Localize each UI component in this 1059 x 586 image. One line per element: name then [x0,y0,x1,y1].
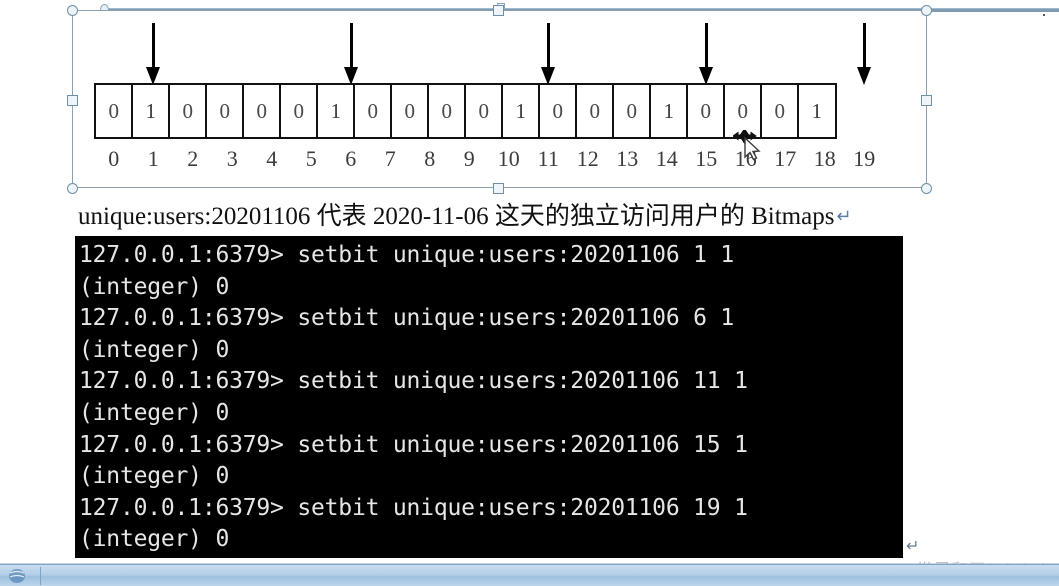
bitmap-cell: 1 [131,83,171,139]
bitmap-cell: 0 [390,83,430,139]
caption-text: unique:users:20201106 代表 2020-11-06 这天的独… [78,203,835,230]
page-divider [0,563,1059,564]
bitmap-index-label: 19 [853,146,876,171]
terminal-paragraph-mark-icon: ↵ [906,538,920,555]
bitmap-cell: 0 [538,83,578,139]
down-arrow-icon [854,23,874,85]
terminal-line: 127.0.0.1:6379> setbit unique:users:2020… [79,305,735,332]
redis-cli-terminal: 127.0.0.1:6379> setbit unique:users:2020… [75,236,903,558]
start-orb-icon[interactable] [8,568,26,584]
bitmap-index-label: 16 [734,146,757,171]
arrow-row [94,23,906,87]
bitmap-index-label: 10 [497,146,520,171]
terminal-line: 127.0.0.1:6379> setbit unique:users:2020… [79,494,748,521]
bitmap-index-label: 7 [384,146,396,171]
terminal-line: 127.0.0.1:6379> setbit unique:users:2020… [79,242,735,268]
terminal-line: (integer) 0 [79,273,230,300]
bitmap-index-label: 4 [266,146,278,171]
selection-handle-top-left[interactable] [67,5,78,16]
bitmap-cell: 0 [760,83,800,139]
taskbar-divider [40,567,41,585]
bitmap-cell: 1 [501,83,541,139]
bitmap-cell: 1 [649,83,689,139]
bitmap-index-label: 6 [345,146,357,171]
bitmap-index-label: 11 [537,146,559,171]
terminal-line: (integer) 0 [79,526,230,553]
taskbar[interactable] [0,564,1059,586]
bitmap-index-label: 18 [813,146,836,171]
selection-handle-bottom-center[interactable] [493,183,504,194]
bitmap-index-label: 0 [108,146,120,171]
bitmap-cell: 0 [612,83,652,139]
bitmap-cell: 0 [353,83,393,139]
selection-handle-middle-right[interactable] [921,95,932,106]
bitmap-cell: 0 [242,83,282,139]
terminal-line: (integer) 0 [79,336,230,363]
bitmap-cell: 0 [427,83,467,139]
bitmap-index-label: 15 [695,146,718,171]
down-arrow-icon [341,23,361,85]
terminal-line: 127.0.0.1:6379> setbit unique:users:2020… [79,431,748,458]
bitmap-index-label: 17 [774,146,797,171]
selection-handle-top-center[interactable] [493,5,504,16]
selection-handle-middle-left[interactable] [67,95,78,106]
bitmap-cell: 0 [94,83,134,139]
bitmap-cell: 0 [168,83,208,139]
down-arrow-icon [538,23,558,85]
bitmap-index-label: 1 [147,146,159,171]
bitmap-cell: 0 [279,83,319,139]
bitmap-index-label: 14 [655,146,678,171]
figure-caption: unique:users:20201106 代表 2020-11-06 这天的独… [78,196,1038,232]
selection-handle-top-right[interactable] [921,5,932,16]
bitmap-cell: 0 [575,83,615,139]
selection-handle-bottom-right[interactable] [921,183,932,194]
paragraph-mark-icon: ↵ [836,206,852,226]
bitmap-index-label: 3 [226,146,238,171]
down-arrow-icon [696,23,716,85]
terminal-line: 127.0.0.1:6379> setbit unique:users:2020… [79,368,748,395]
terminal-line: (integer) 0 [79,463,230,490]
selection-handle-bottom-left[interactable] [67,183,78,194]
bitmap-cell: 0 [723,83,763,139]
bitmap-index-label: 2 [187,146,199,171]
down-arrow-icon [143,23,163,85]
bitmap-cell: 0 [205,83,245,139]
bitmap-cell: 1 [797,83,837,139]
bitmap-cell: 0 [464,83,504,139]
bitmap-index-label: 12 [576,146,599,171]
terminal-line: (integer) 0 [79,399,230,426]
bitmap-cell: 0 [686,83,726,139]
ruler-tick [1043,14,1045,16]
bitmap-cell: 1 [316,83,356,139]
bitmap-index-label: 5 [305,146,317,171]
bitmap-index-label: 9 [463,146,475,171]
bitmap-index-label: 8 [424,146,436,171]
bitmap-index-label: 13 [616,146,639,171]
